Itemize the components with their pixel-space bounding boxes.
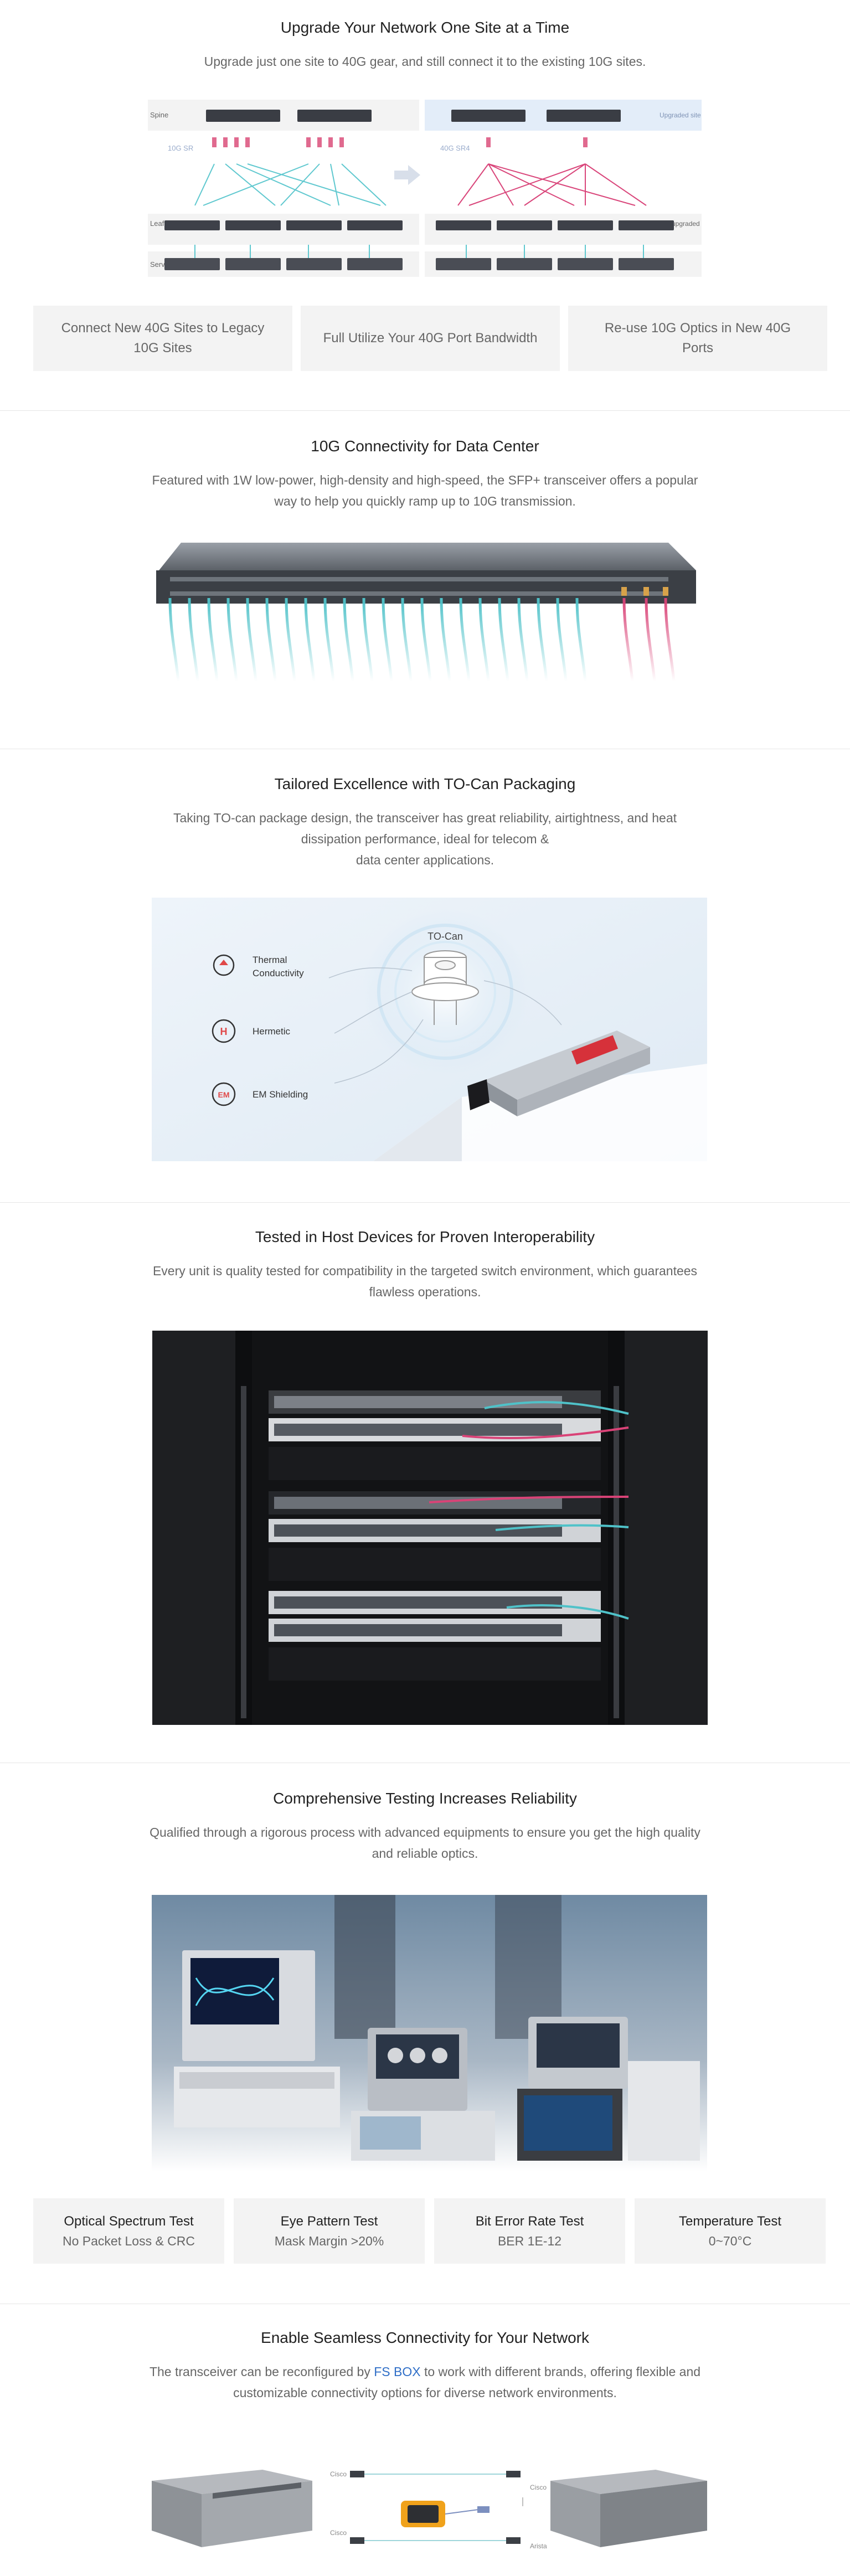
feature-card-reuse: Re-use 10G Optics in New 40G Ports	[568, 306, 827, 371]
rack-switches-image	[152, 1331, 708, 1725]
fs-box-device-icon	[401, 2501, 490, 2527]
sr4-40g-label: 40G SR4	[440, 144, 470, 152]
test-value: Mask Margin >20%	[274, 2234, 384, 2248]
feature-card-bandwidth: Full Utilize Your 40G Port Bandwidth	[301, 306, 560, 371]
feature-card-label: Full Utilize Your 40G Port Bandwidth	[323, 331, 538, 346]
test-name: Bit Error Rate Test	[475, 2214, 584, 2229]
test-name: Eye Pattern Test	[280, 2214, 378, 2229]
section-title-connectivity-network: Enable Seamless Connectivity for Your Ne…	[261, 2329, 589, 2346]
section-title-connectivity: 10G Connectivity for Data Center	[311, 437, 539, 455]
section-title-host: Tested in Host Devices for Proven Intero…	[255, 1228, 595, 1245]
left-switch-image	[152, 2470, 312, 2547]
eye-pattern-scope	[351, 2028, 495, 2161]
teal-cables	[194, 163, 387, 258]
transceiver-icons	[350, 2471, 521, 2544]
section-subtitle-tocan: Taking TO-can package design, the transc…	[148, 807, 702, 870]
section-title-tocan: Tailored Excellence with TO-Can Packagin…	[274, 775, 576, 792]
server-icons	[164, 258, 674, 270]
tocan-subtitle-line1: Taking TO-can package design, the transc…	[173, 811, 677, 846]
em-shielding-icon: EM	[212, 1082, 236, 1106]
feature-card-legacy: Connect New 40G Sites to Legacy 10G Site…	[33, 306, 292, 371]
tocan-packaging-illustration: TO-Can	[152, 898, 707, 1161]
section-subtitle-connectivity: Featured with 1W low-power, high-density…	[152, 473, 698, 508]
svg-text:H: H	[220, 1026, 228, 1037]
brand-label-top-left: Cisco	[330, 2470, 347, 2478]
tocan-subtitle-line2: data center applications.	[356, 853, 494, 867]
hermetic-icon: H	[212, 1019, 236, 1043]
upgraded-label: Upgraded site	[660, 111, 701, 119]
brand-label-bottom-left: Cisco	[330, 2529, 347, 2537]
test-card-optical-spectrum: Optical Spectrum Test No Packet Loss & C…	[33, 2198, 224, 2264]
thermal-icon	[213, 954, 235, 976]
spectrum-analyzer	[182, 1950, 315, 2061]
section-title-testing: Comprehensive Testing Increases Reliabil…	[273, 1790, 577, 1807]
section-divider	[0, 1202, 850, 1203]
section-subtitle-host: Every unit is quality tested for compati…	[152, 1264, 698, 1299]
pink-cables	[457, 163, 647, 206]
section-divider	[0, 410, 850, 411]
leaf-label: Leaf	[150, 219, 164, 228]
spine-switch-icons	[206, 110, 621, 122]
ber-tester	[174, 2067, 340, 2127]
fsbox-text-pre: The transceiver can be reconfigured by	[149, 2364, 374, 2379]
test-name: Temperature Test	[679, 2214, 781, 2229]
rack-switch-3	[269, 1591, 601, 1642]
switch-with-transceivers-image	[148, 532, 702, 687]
section-subtitle-upgrade: Upgrade just one site to 40G gear, and s…	[204, 54, 646, 69]
test-value: 0~70°C	[708, 2234, 752, 2248]
test-value: No Packet Loss & CRC	[62, 2234, 195, 2248]
leaf-switch-icons	[164, 220, 674, 230]
thermal-label-line2: Conductivity	[253, 968, 304, 978]
sr-10g-label: 10G SR	[168, 144, 193, 152]
feature-card-label: Re-use 10G Optics in New 40G Ports	[604, 321, 791, 356]
test-card-eye-pattern: Eye Pattern Test Mask Margin >20%	[234, 2198, 425, 2264]
right-switch-image	[550, 2470, 707, 2547]
test-equipment-image	[152, 1895, 707, 2172]
em-shielding-label: EM Shielding	[253, 1089, 308, 1100]
brand-label-top-right: Cisco	[530, 2484, 547, 2491]
fs-box-link[interactable]: FS BOX	[374, 2364, 421, 2379]
hermetic-label: Hermetic	[253, 1026, 291, 1037]
test-value: BER 1E-12	[497, 2234, 562, 2248]
svg-text:EM: EM	[218, 1090, 230, 1099]
transceiver-markers	[212, 137, 588, 147]
test-card-bit-error-rate: Bit Error Rate Test BER 1E-12	[434, 2198, 625, 2264]
brand-label-bottom-right: Arista	[530, 2542, 547, 2550]
section-subtitle-testing: Qualified through a rigorous process wit…	[150, 1825, 700, 1861]
thermal-label-line1: Thermal	[253, 955, 287, 965]
section-title-upgrade: Upgrade Your Network One Site at a Time	[280, 19, 570, 36]
tocan-component-icon	[411, 950, 479, 1025]
spine-label: Spine	[150, 111, 168, 119]
tocan-label: TO-Can	[427, 931, 463, 942]
fsbox-text-post: to work with different brands, offering …	[233, 2364, 701, 2400]
test-name: Optical Spectrum Test	[64, 2214, 194, 2229]
temperature-chamber	[517, 2017, 700, 2161]
section-subtitle-fsbox: The transceiver can be reconfigured by F…	[148, 2361, 702, 2403]
fsbox-connectivity-diagram: Cisco Cisco Cisco Arista	[152, 2459, 707, 2576]
network-upgrade-diagram: Spine Leaf Server 10G SR Upgraded site 4…	[148, 97, 702, 279]
sfp-module-image	[467, 1031, 650, 1116]
test-card-temperature: Temperature Test 0~70°C	[635, 2198, 826, 2264]
feature-card-label: Connect New 40G Sites to Legacy 10G Site…	[61, 321, 265, 356]
upgrade-arrow-icon	[394, 165, 420, 185]
